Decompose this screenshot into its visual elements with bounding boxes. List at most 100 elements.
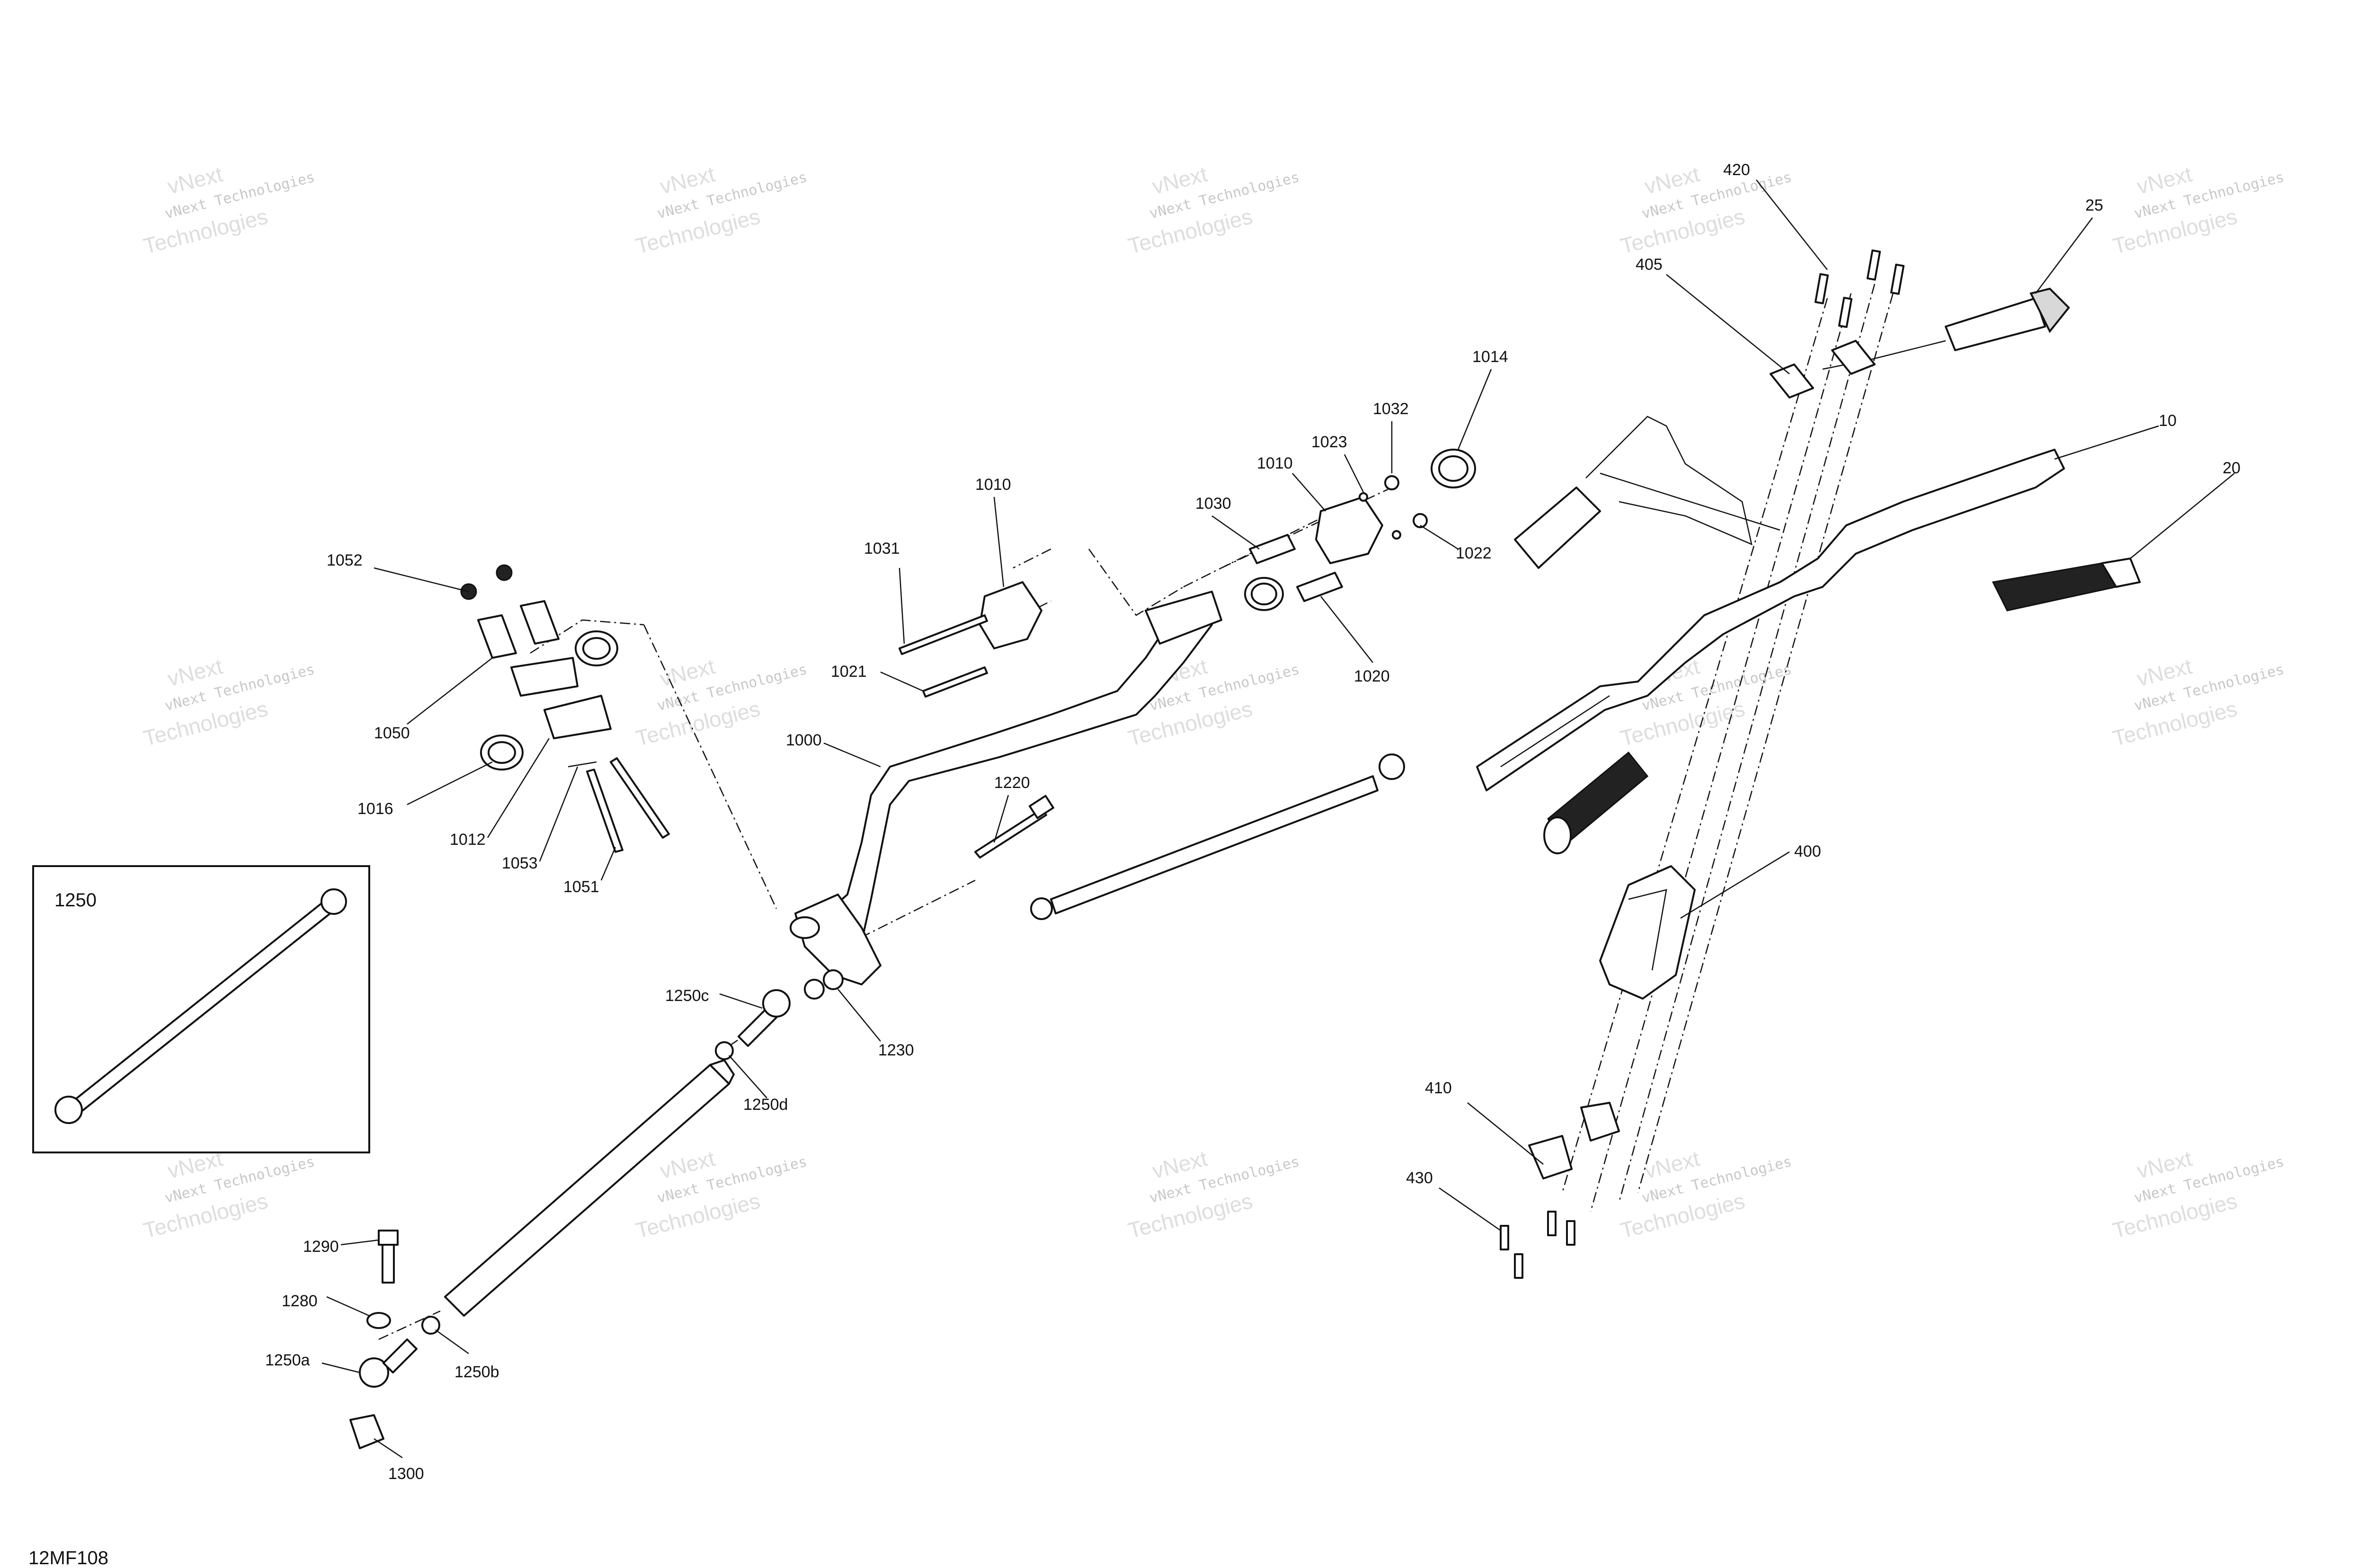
leader	[600, 847, 616, 881]
tie-rod-lower[interactable]	[444, 1059, 735, 1317]
callout-1022[interactable]: 1022	[1456, 544, 1492, 562]
shim-1053[interactable]	[568, 761, 597, 768]
bushing-block[interactable]	[979, 581, 1042, 649]
callout-1032[interactable]: 1032	[1373, 400, 1409, 418]
bolt	[1566, 1220, 1575, 1246]
tie-rod-upper-end-left	[1030, 897, 1053, 920]
callout-1300[interactable]: 1300	[388, 1465, 424, 1483]
nut-1230[interactable]	[823, 969, 844, 990]
callout-1290[interactable]: 1290	[303, 1238, 339, 1256]
bushing-1050[interactable]	[477, 614, 517, 659]
bushing-1014-inner	[1438, 455, 1468, 482]
callout-430[interactable]: 430	[1406, 1169, 1433, 1187]
inset-tie-rod-end-top	[320, 888, 347, 915]
grip-left[interactable]	[1992, 558, 2141, 611]
seal-1016-inner	[488, 741, 516, 764]
grip-left-end	[2101, 558, 2141, 588]
callout-1053[interactable]: 1053	[502, 854, 538, 872]
washer-1022[interactable]	[1392, 530, 1401, 540]
washer-1023[interactable]	[1359, 492, 1368, 502]
callout-400[interactable]: 400	[1794, 842, 1821, 860]
callout-1230[interactable]: 1230	[878, 1041, 914, 1059]
bolt-1051[interactable]	[610, 757, 670, 839]
spacer-1030[interactable]	[1249, 534, 1296, 564]
callout-1250d[interactable]: 1250d	[743, 1096, 788, 1114]
tie-rod-lower-end	[709, 1059, 735, 1085]
leader	[435, 1329, 469, 1355]
riser-body	[1599, 865, 1696, 1000]
callout-25[interactable]: 25	[2085, 196, 2103, 214]
callout-410[interactable]: 410	[1425, 1079, 1452, 1097]
steering-arm[interactable]	[794, 894, 881, 985]
callout-1280[interactable]: 1280	[282, 1292, 318, 1310]
throttle-block[interactable]	[1514, 416, 1780, 569]
handlebar-riser[interactable]	[1599, 865, 1696, 1000]
washer-1230[interactable]	[804, 979, 825, 1000]
watermark-grid: vNext vNext Technologies Technologies vN…	[141, 161, 2286, 1243]
bolt-1290-shank	[382, 1244, 395, 1284]
callout-1031[interactable]: 1031	[864, 540, 900, 558]
callout-405[interactable]: 405	[1636, 256, 1663, 274]
washer-1280[interactable]	[366, 1312, 391, 1329]
callout-1052[interactable]: 1052	[327, 551, 363, 569]
inset-label: 1250	[54, 890, 97, 911]
callout-1250a[interactable]: 1250a	[265, 1351, 310, 1369]
spacer-1020[interactable]	[1296, 572, 1343, 602]
nut-1250d[interactable]	[715, 1041, 734, 1060]
callout-1051[interactable]: 1051	[563, 878, 599, 896]
callout-1000[interactable]: 1000	[786, 731, 822, 749]
callout-1021[interactable]: 1021	[831, 663, 867, 681]
nut-1052[interactable]	[496, 564, 513, 581]
callout-20[interactable]: 20	[2223, 459, 2241, 477]
upper-clamp-left	[1770, 363, 1814, 399]
bolt-1220[interactable]	[974, 808, 1047, 859]
leader	[993, 795, 1009, 843]
callout-1010b[interactable]: 1010	[1257, 454, 1293, 472]
nut-1300[interactable]	[349, 1414, 384, 1449]
bolt-1290[interactable]	[378, 1230, 399, 1284]
bolt-1031[interactable]	[899, 614, 988, 655]
bolt-1051[interactable]	[586, 769, 623, 853]
bearing-block-1012[interactable]	[543, 695, 612, 739]
callout-1020[interactable]: 1020	[1354, 667, 1390, 685]
nut-1250b[interactable]	[421, 1316, 440, 1335]
upper-bolts[interactable]	[1814, 249, 1905, 328]
ball-joint-1250a[interactable]	[359, 1338, 418, 1388]
leader	[2035, 217, 2093, 294]
lower-bolts[interactable]	[1500, 1211, 1575, 1279]
nut-1032[interactable]	[1384, 475, 1399, 490]
leader	[823, 742, 881, 768]
callout-1012[interactable]: 1012	[450, 831, 486, 849]
inset-tie-rod-end-bottom	[54, 1096, 83, 1124]
bushing-ring-inner	[1251, 583, 1277, 605]
bolt-1220-head	[1029, 795, 1054, 819]
grip-right-end	[1543, 816, 1572, 854]
callout-1220[interactable]: 1220	[994, 774, 1030, 792]
callout-1030[interactable]: 1030	[1195, 495, 1231, 513]
nut-1022[interactable]	[1413, 513, 1428, 528]
callout-1250c[interactable]: 1250c	[665, 987, 709, 1005]
callout-1014[interactable]: 1014	[1472, 348, 1508, 366]
callout-1050[interactable]: 1050	[374, 724, 410, 742]
tie-rod-upper[interactable]	[1030, 753, 1405, 920]
upper-clamp[interactable]	[1770, 340, 1876, 399]
callout-10[interactable]: 10	[2159, 412, 2177, 430]
callout-1023[interactable]: 1023	[1311, 433, 1347, 451]
grip-right[interactable]	[1543, 751, 1649, 854]
ball-joint-1250c[interactable]	[738, 989, 791, 1047]
callout-1250b[interactable]: 1250b	[454, 1363, 499, 1381]
bolt-1021[interactable]	[922, 666, 988, 698]
heated-grip-end	[2029, 287, 2070, 333]
callout-1010a[interactable]: 1010	[975, 476, 1011, 494]
assembly-line	[1088, 549, 1184, 616]
bearing-block[interactable]	[510, 657, 578, 697]
handlebar-tube[interactable]	[1476, 449, 2065, 791]
tube-edge	[1500, 695, 1610, 768]
lower-clamp[interactable]	[1528, 1102, 1620, 1179]
callout-420[interactable]: 420	[1723, 161, 1750, 179]
leader	[837, 989, 881, 1042]
handlebar-assembly	[1476, 249, 2141, 1279]
bushing-block[interactable]	[1315, 496, 1383, 564]
callout-1016[interactable]: 1016	[357, 800, 393, 818]
bushing-1050[interactable]	[520, 600, 560, 645]
